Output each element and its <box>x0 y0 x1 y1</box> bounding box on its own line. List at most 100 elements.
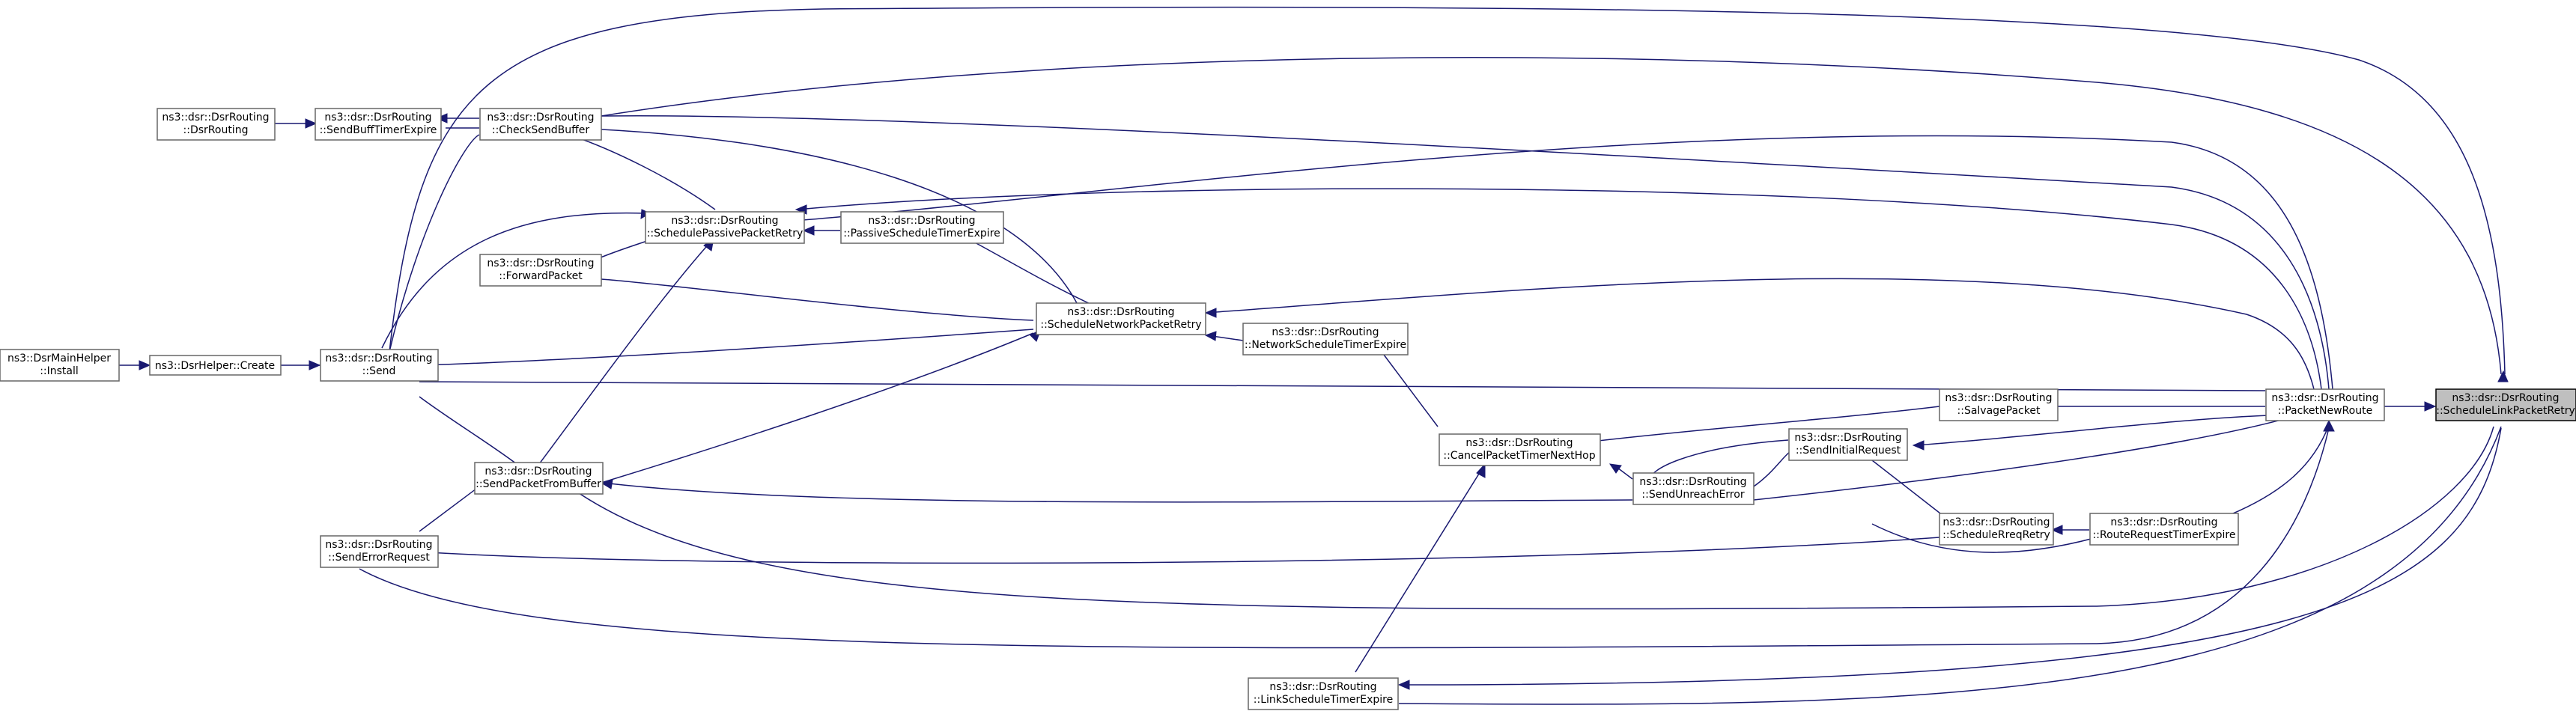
svg-text:ns3::dsr::DsrRouting: ns3::dsr::DsrRouting <box>325 353 432 364</box>
node-schedule-link-packet-retry[interactable]: ns3::dsr::DsrRouting ::ScheduleLinkPacke… <box>2435 388 2576 421</box>
arrow-head <box>2323 419 2335 432</box>
edge-link-schedule-timer-expire-lower <box>1398 426 2502 705</box>
arrow-head <box>139 360 151 370</box>
node-cancel-packet-timer-next-hop[interactable]: ns3::dsr::DsrRouting ::CancelPacketTimer… <box>1439 433 1601 466</box>
node-forward-packet[interactable]: ns3::dsr::DsrRouting ::ForwardPacket <box>479 254 602 287</box>
arrow-head <box>1397 680 1410 690</box>
node-dsr-main-helper-install[interactable]: ns3::DsrMainHelper ::Install <box>0 349 120 382</box>
edge-unreach-to-initial <box>1753 448 1794 487</box>
edge-sppr-to-check-send-buffer <box>568 134 716 210</box>
edge-unreach-to-spfb <box>602 482 1633 503</box>
svg-text:ns3::dsr::DsrRouting: ns3::dsr::DsrRouting <box>2452 392 2559 404</box>
edge-to-link-schedule-timer-expire <box>1407 427 2502 686</box>
edge-snpr-to-forward <box>601 278 1034 321</box>
edge-send-to-check <box>389 134 480 353</box>
edge-check-send-buffer <box>601 57 2502 375</box>
edge-forward-packet-pnr <box>793 135 2333 390</box>
node-schedule-network-packet-retry[interactable]: ns3::dsr::DsrRouting ::ScheduleNetworkPa… <box>1036 302 1206 335</box>
svg-text:::CheckSendBuffer: ::CheckSendBuffer <box>492 124 589 136</box>
edge-schedule-passive-pnr <box>797 188 2322 390</box>
node-check-send-buffer[interactable]: ns3::dsr::DsrRouting ::CheckSendBuffer <box>479 108 602 141</box>
svg-text:ns3::dsr::DsrRouting: ns3::dsr::DsrRouting <box>1067 306 1174 318</box>
svg-text:::ScheduleRreqRetry: ::ScheduleRreqRetry <box>1942 529 2050 541</box>
edge-send-unreach-error <box>1753 418 2285 501</box>
node-schedule-rreq-retry[interactable]: ns3::dsr::DsrRouting ::ScheduleRreqRetry <box>1939 513 2054 546</box>
node-route-request-timer-expire[interactable]: ns3::dsr::DsrRouting ::RouteRequestTimer… <box>2089 513 2239 546</box>
edge-check-send-buffer-pnr <box>601 115 2330 390</box>
node-schedule-passive-packet-retry[interactable]: ns3::dsr::DsrRouting ::SchedulePassivePa… <box>645 211 805 244</box>
node-send-error-request[interactable]: ns3::dsr::DsrRouting ::SendErrorRequest <box>320 535 439 568</box>
arrow-head <box>802 225 815 236</box>
edge-route-timer-to-spfb <box>1871 523 2097 553</box>
svg-text:::SendInitialRequest: ::SendInitialRequest <box>1796 445 1901 457</box>
svg-text:ns3::dsr::DsrRouting: ns3::dsr::DsrRouting <box>484 466 592 477</box>
edge-network-timer-to-cancel <box>1381 351 1439 427</box>
svg-text:ns3::dsr::DsrRouting: ns3::dsr::DsrRouting <box>868 215 975 227</box>
svg-text:::SendBuffTimerExpire: ::SendBuffTimerExpire <box>320 124 437 136</box>
arrow-head <box>1476 463 1486 478</box>
edges <box>119 6 2509 705</box>
edge-salvage-to-cancel <box>1591 406 1940 442</box>
edge-snpr-to-send <box>422 329 1034 366</box>
svg-text:ns3::dsr::DsrRouting: ns3::dsr::DsrRouting <box>1794 432 1901 444</box>
edge-schedule-network-packet-retry <box>1205 278 2315 390</box>
svg-text:::CancelPacketTimerNextHop: ::CancelPacketTimerNextHop <box>1443 450 1595 462</box>
svg-text:ns3::dsr::DsrRouting: ns3::dsr::DsrRouting <box>1639 476 1746 488</box>
node-send-buff-timer-expire[interactable]: ns3::dsr::DsrRouting ::SendBuffTimerExpi… <box>315 108 442 141</box>
svg-text:ns3::DsrMainHelper: ns3::DsrMainHelper <box>7 353 111 364</box>
svg-text:ns3::dsr::DsrRouting: ns3::dsr::DsrRouting <box>487 257 594 269</box>
edge-cancel-to-unreach <box>1617 467 1633 480</box>
node-packet-new-route[interactable]: ns3::dsr::DsrRouting ::PacketNewRoute <box>2265 388 2385 421</box>
svg-text:::SalvagePacket: ::SalvagePacket <box>1957 405 2041 417</box>
svg-text:::ScheduleLinkPacketRetry: ::ScheduleLinkPacketRetry <box>2436 405 2575 417</box>
svg-text:::DsrRouting: ::DsrRouting <box>183 124 249 136</box>
edge-spfb-to-send <box>419 396 517 465</box>
node-send-packet-from-buffer[interactable]: ns3::dsr::DsrRouting ::SendPacketFromBuf… <box>474 462 604 495</box>
node-send-unreach-error[interactable]: ns3::dsr::DsrRouting ::SendUnreachError <box>1632 472 1755 505</box>
svg-text:ns3::dsr::DsrRouting: ns3::dsr::DsrRouting <box>1945 392 2052 404</box>
svg-text:ns3::dsr::DsrRouting: ns3::dsr::DsrRouting <box>487 112 594 123</box>
node-network-schedule-timer-expire[interactable]: ns3::dsr::DsrRouting ::NetworkScheduleTi… <box>1242 323 1409 356</box>
svg-text:ns3::dsr::DsrRouting: ns3::dsr::DsrRouting <box>325 539 432 551</box>
arrow-head <box>1609 463 1622 474</box>
svg-text:::SendPacketFromBuffer: ::SendPacketFromBuffer <box>476 478 601 490</box>
edge-send-error-request-pnr <box>359 427 2330 649</box>
svg-text:::Send: ::Send <box>362 365 396 377</box>
svg-text:ns3::dsr::DsrRouting: ns3::dsr::DsrRouting <box>1465 437 1573 449</box>
arrow-head <box>2050 525 2063 535</box>
svg-text:::NetworkScheduleTimerExpire: ::NetworkScheduleTimerExpire <box>1245 339 1406 351</box>
svg-text:::SendUnreachError: ::SendUnreachError <box>1641 489 1744 501</box>
svg-text:::Install: ::Install <box>40 365 79 377</box>
edge-sppr-to-send <box>381 212 646 349</box>
edge-schedule-rreq-to-initial-request <box>1871 460 1948 519</box>
edge-route-request-timer-expire <box>2220 424 2330 519</box>
svg-text:ns3::dsr::DsrRouting: ns3::dsr::DsrRouting <box>1272 326 1379 338</box>
svg-text:ns3::dsr::DsrRouting: ns3::dsr::DsrRouting <box>2110 516 2217 528</box>
arrow-head <box>600 479 613 489</box>
svg-text:ns3::dsr::DsrRouting: ns3::dsr::DsrRouting <box>324 112 431 123</box>
svg-text:ns3::dsr::DsrRouting: ns3::dsr::DsrRouting <box>162 112 269 123</box>
node-dsr-routing-ctor[interactable]: ns3::dsr::DsrRouting ::DsrRouting <box>157 108 276 141</box>
node-dsr-helper-create[interactable]: ns3::DsrHelper::Create <box>149 355 282 376</box>
arrow-head <box>2424 401 2437 412</box>
edge-rreq-to-error-request <box>417 537 1940 564</box>
edge-snpr-to-check-send-buffer <box>546 126 1078 304</box>
edge-snpr-to-spfb <box>601 332 1034 483</box>
edge-sppr-to-spfb <box>538 240 712 465</box>
node-send-initial-request[interactable]: ns3::dsr::DsrRouting ::SendInitialReques… <box>1788 428 1908 461</box>
node-link-schedule-timer-expire[interactable]: ns3::dsr::DsrRouting ::LinkScheduleTimer… <box>1248 677 1399 710</box>
node-send[interactable]: ns3::dsr::DsrRouting ::Send <box>320 349 439 382</box>
arrow-head <box>1204 331 1217 341</box>
arrow-head <box>1912 440 1925 451</box>
svg-text:ns3::dsr::DsrRouting: ns3::dsr::DsrRouting <box>1269 681 1376 693</box>
node-passive-schedule-timer-expire[interactable]: ns3::dsr::DsrRouting ::PassiveScheduleTi… <box>840 211 1004 244</box>
node-salvage-packet[interactable]: ns3::dsr::DsrRouting ::SalvagePacket <box>1939 388 2059 421</box>
edge-send-initial-request-pnr <box>1915 415 2270 446</box>
svg-text:::PacketNewRoute: ::PacketNewRoute <box>2278 405 2372 417</box>
arrow-head <box>305 118 318 129</box>
edge-send-packet-from-buffer <box>568 426 2494 610</box>
svg-text:ns3::DsrHelper::Create: ns3::DsrHelper::Create <box>155 360 275 372</box>
svg-text:::SchedulePassivePacketRetry: ::SchedulePassivePacketRetry <box>647 228 804 239</box>
edge-spfb-to-error-request <box>419 486 480 532</box>
arrow-head <box>309 360 321 370</box>
